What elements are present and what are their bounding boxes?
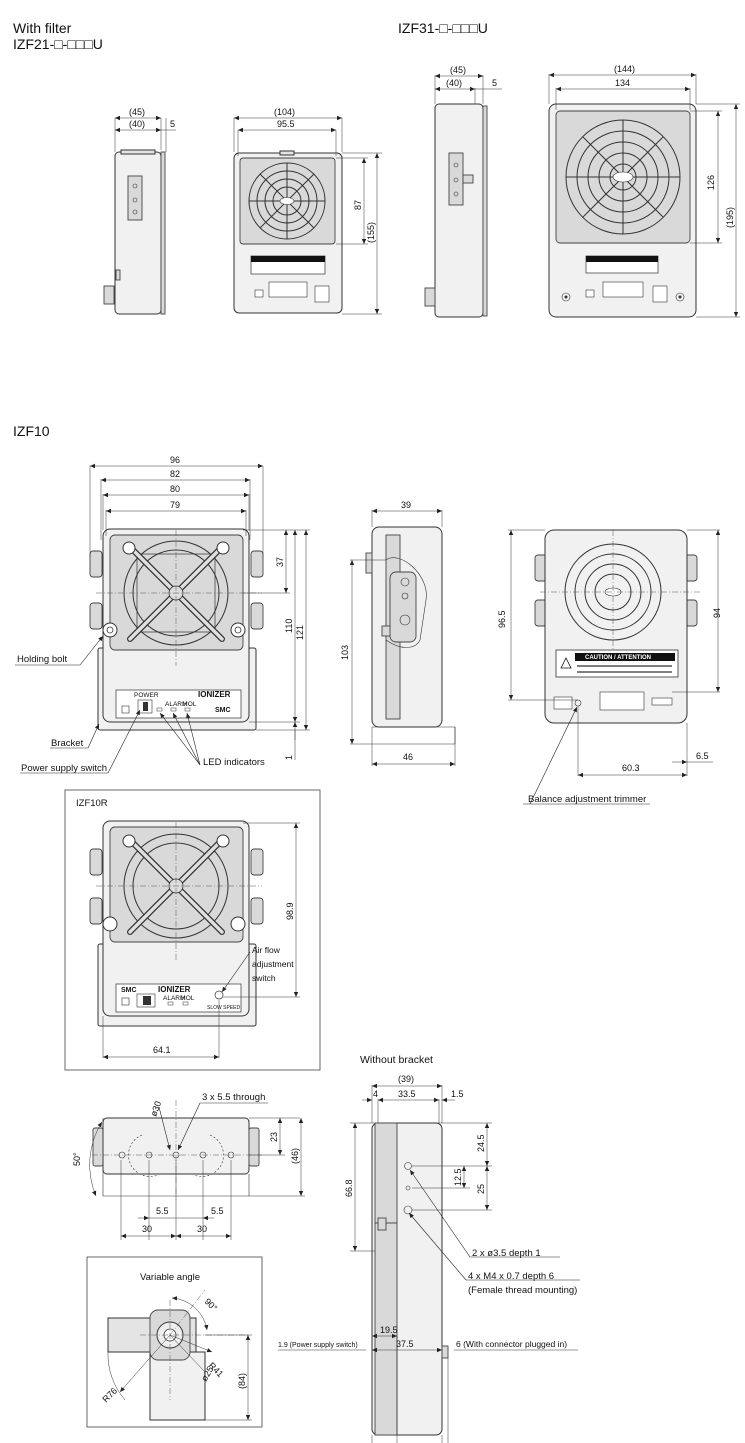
label-led-indicators: LED indicators — [203, 757, 265, 768]
izf10-side-dim-39: 39 — [401, 500, 411, 510]
izf10-panel-ionizer: IONIZER — [198, 690, 231, 699]
izf21-dim-155: (155) — [366, 222, 376, 243]
izf10-panel-alarm: ALARM — [165, 701, 187, 708]
title-without-bracket: Without bracket — [360, 1054, 433, 1066]
izf31-dim-45: (45) — [450, 65, 466, 75]
izf31-dim-40: (40) — [446, 78, 462, 88]
izf10r-panel-alarm: ALARM — [163, 995, 185, 1002]
wob-connector: 6 (With connector plugged in) — [456, 1339, 567, 1349]
bottom-dim-30b: 30 — [197, 1224, 207, 1234]
izf10r-dim-98-9: 98.9 — [285, 902, 295, 920]
izf10-dim-37: 37 — [275, 557, 285, 567]
variable-angle-title: Variable angle — [140, 1272, 200, 1283]
bottom-dia30: ø30 — [148, 1100, 163, 1118]
without-bracket-view — [278, 1083, 580, 1443]
label-power-supply-switch: Power supply switch — [21, 763, 107, 774]
izf10-dim-96: 96 — [170, 455, 180, 465]
izf10r-air-flow-1: Air flow — [252, 945, 281, 955]
izf10-rear-caution: CAUTION / ATTENTION — [585, 655, 651, 661]
izf10-rear-dim-6-5: 6.5 — [696, 751, 709, 761]
izf21-front-view — [233, 115, 382, 315]
izf10-dim-79: 79 — [170, 500, 180, 510]
bottom-dim-23: 23 — [269, 1132, 279, 1142]
label-holding-bolt: Holding bolt — [17, 654, 68, 665]
izf21-dim-95-5: 95.5 — [277, 119, 295, 129]
bottom-angle50: 50° — [72, 1152, 82, 1166]
izf21-dim-104: (104) — [274, 107, 295, 117]
izf10r-panel-hol: HOL — [181, 995, 195, 1002]
izf21-dim-5: 5 — [170, 119, 175, 129]
title-izf21: IZF21-□-□□□U — [13, 36, 103, 52]
variable-r76: R76 — [100, 1386, 119, 1405]
izf21-side-view — [103, 115, 176, 315]
bottom-dim-30a: 30 — [142, 1224, 152, 1234]
izf10r-front-view — [89, 820, 300, 1060]
izf10-dim-121: 121 — [295, 625, 305, 640]
wob-dim-4: 4 — [373, 1089, 378, 1099]
izf10r-dim-64-1: 64.1 — [153, 1045, 171, 1055]
wob-dim-24-5: 24.5 — [476, 1134, 486, 1152]
bottom-view — [89, 1100, 305, 1240]
bottom-dim-5-5b: 5.5 — [211, 1206, 224, 1216]
izf10-dim-1: 1 — [284, 755, 294, 760]
izf10-side-dim-46: 46 — [403, 752, 413, 762]
izf10r-frame — [64, 789, 321, 1071]
izf21-dim-87: 87 — [353, 200, 363, 210]
wob-dim-12-5: 12.5 — [453, 1168, 463, 1186]
label-bracket: Bracket — [51, 738, 84, 749]
izf31-dim-134: 134 — [615, 78, 630, 88]
izf10-panel-logo: SMC — [215, 707, 231, 714]
izf10-panel-hol: HOL — [183, 701, 197, 708]
izf31-dim-195: (195) — [725, 207, 735, 228]
izf31-dim-126: 126 — [706, 175, 716, 190]
wob-dim-66-8: 66.8 — [344, 1179, 354, 1197]
variable-angle-90: 90° — [203, 1296, 220, 1313]
izf10-dim-110: 110 — [284, 619, 294, 633]
bottom-dim-5-5a: 5.5 — [156, 1206, 169, 1216]
wob-dim-19-5: 19.5 — [380, 1325, 398, 1335]
label-balance-trimmer: Balance adjustment trimmer — [528, 794, 646, 805]
izf10-rear-view — [508, 529, 721, 805]
variable-dim-84: (84) — [237, 1373, 247, 1389]
wob-dim-33-5: 33.5 — [398, 1089, 416, 1099]
title-izf31: IZF31-□-□□□U — [398, 20, 488, 36]
izf10-side-dim-103: 103 — [340, 645, 350, 660]
izf10r-panel-slow-speed: SLOW SPEED — [207, 1005, 240, 1011]
wob-dim-25: 25 — [476, 1184, 486, 1194]
izf21-dim-45: (45) — [129, 107, 145, 117]
wob-female-thread: (Female thread mounting) — [468, 1285, 577, 1296]
izf31-front-view — [548, 72, 740, 318]
bottom-dim-46: (46) — [290, 1148, 300, 1164]
variable-angle-frame — [86, 1256, 263, 1428]
izf31-dim-5: 5 — [492, 78, 497, 88]
wob-dim-37-5: 37.5 — [396, 1339, 414, 1349]
wob-dim-39: (39) — [398, 1074, 414, 1084]
izf10-front-view — [15, 463, 310, 774]
izf10r-air-flow-3: switch — [252, 973, 276, 983]
izf10-dim-80: 80 — [170, 484, 180, 494]
izf31-side-view — [424, 73, 502, 318]
wob-depth1: 2 x ø3.5 depth 1 — [472, 1248, 541, 1259]
variable-angle-view — [107, 1289, 252, 1421]
izf10r-title: IZF10R — [76, 798, 108, 809]
izf21-dim-40: (40) — [129, 119, 145, 129]
izf10-panel-power: POWER — [134, 692, 159, 699]
title-with-filter: With filter — [13, 20, 72, 36]
title-izf10: IZF10 — [13, 423, 50, 439]
wob-dim-1-5: 1.5 — [451, 1089, 464, 1099]
izf10-rear-dim-60-3: 60.3 — [622, 763, 640, 773]
wob-power-supply-switch: 1.9 (Power supply switch) — [278, 1342, 358, 1349]
izf10-rear-dim-96-5: 96.5 — [497, 610, 507, 628]
izf10r-air-flow-2: adjustment — [252, 959, 294, 969]
izf10-side-view — [349, 508, 456, 767]
bottom-3x5-5-through: 3 x 5.5 through — [202, 1092, 265, 1103]
izf10r-panel-ionizer: IONIZER — [158, 985, 191, 994]
izf10r-panel-logo: SMC — [121, 987, 137, 994]
izf10-dim-82: 82 — [170, 469, 180, 479]
wob-m4: 4 x M4 x 0.7 depth 6 — [468, 1271, 554, 1282]
izf10-rear-dim-94: 94 — [712, 608, 722, 618]
izf31-dim-144: (144) — [614, 64, 635, 74]
